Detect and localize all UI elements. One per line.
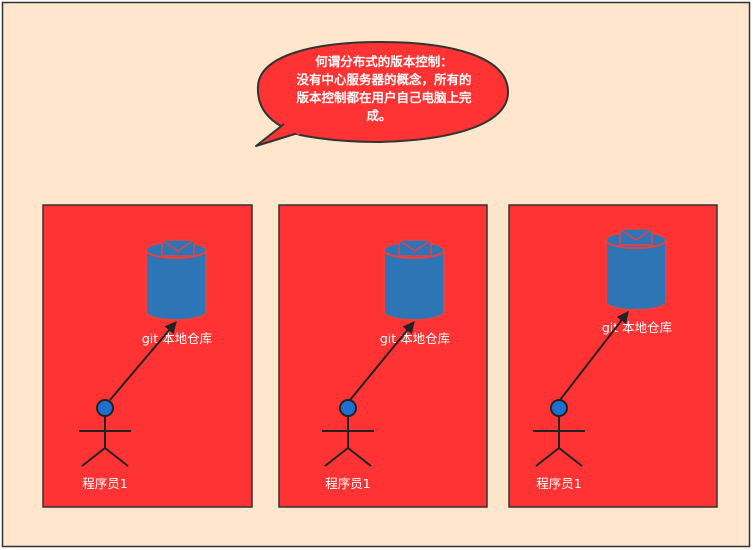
panel-2: git 本地仓库 程序员1 [278,204,488,508]
database-icon [383,239,445,321]
stick-figure-icon [533,399,585,467]
actor-label: 程序员1 [82,476,127,491]
stick-figure-icon [322,399,374,467]
repo-label: git 本地仓库 [142,331,212,346]
envelope-icon [398,239,432,257]
bubble-line-1: 何谓分布式的版本控制： [315,54,453,69]
speech-bubble-shape [256,40,510,144]
panel-1: git 本地仓库 程序员1 [42,204,253,508]
commit-arrow [559,311,629,401]
commit-arrow [349,321,415,401]
speech-bubble: 何谓分布式的版本控制： 没有中心服务器的概念，所有的 版本控制都在用户自己电脑上… [255,40,510,147]
database-icon [605,228,667,311]
bubble-line-3: 版本控制都在用户自己电脑上完 [296,90,472,105]
envelope-icon [161,239,195,257]
bubble-line-4: 成。 [366,108,391,123]
panel-3: git 本地仓库 程序员1 [508,204,718,508]
commit-arrow [109,321,177,401]
bubble-line-2: 没有中心服务器的概念，所有的 [296,72,471,87]
envelope-icon [619,228,653,246]
actor-label: 程序员1 [325,476,370,491]
speech-bubble-tail [255,123,299,147]
repo-label: git 本地仓库 [380,331,450,346]
stick-figure-icon [79,399,131,467]
actor-label: 程序员1 [536,476,581,491]
database-icon [145,239,207,321]
